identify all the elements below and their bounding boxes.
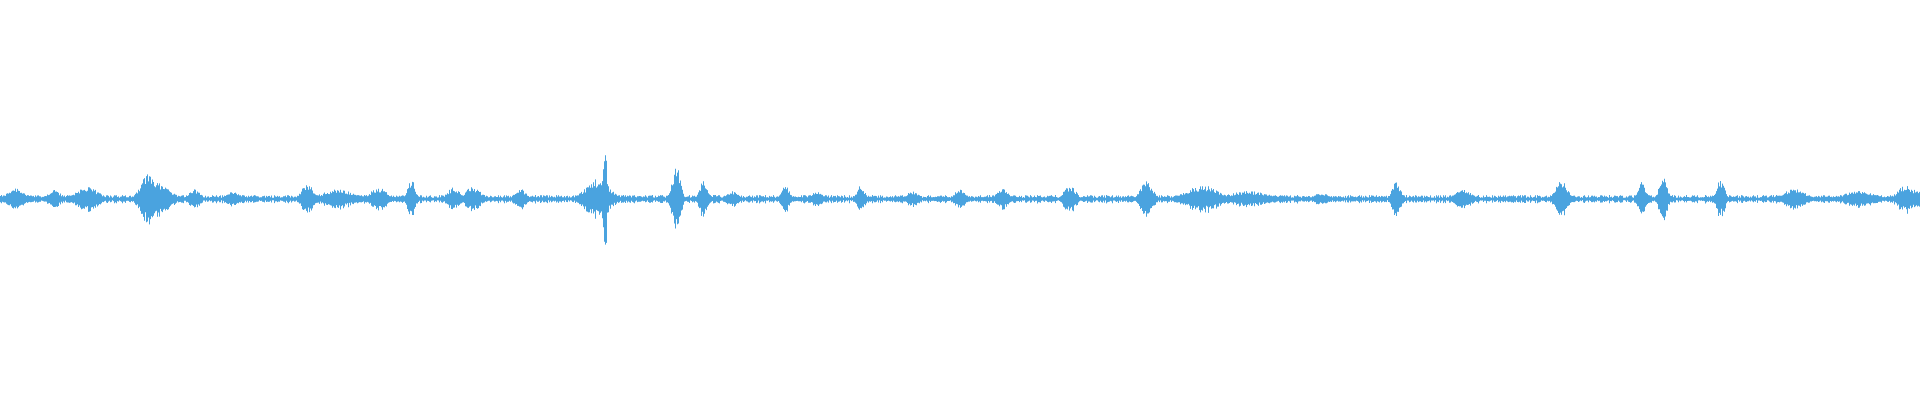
waveform-trace: [0, 155, 1920, 245]
